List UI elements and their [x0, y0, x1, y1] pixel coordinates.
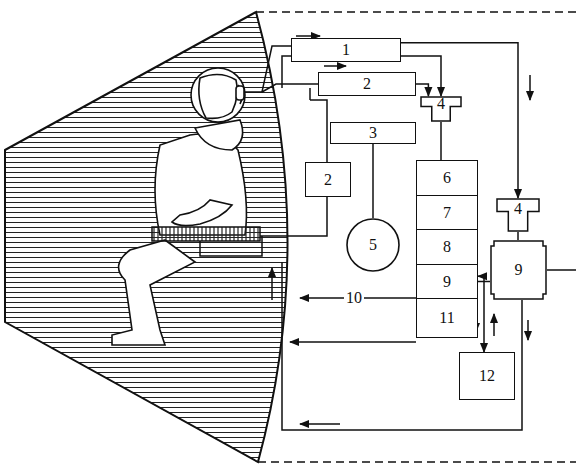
- unit-box: 1: [291, 38, 401, 62]
- unit-box: 2: [305, 162, 351, 197]
- callout-number: 10: [344, 290, 364, 306]
- pipe-connector: [478, 276, 484, 352]
- callout-number: 3: [369, 125, 377, 141]
- unit-box: 3: [330, 122, 416, 144]
- unit-box: 9: [416, 264, 478, 299]
- callout-number: 2: [363, 76, 371, 92]
- callout-number: 9: [443, 274, 451, 290]
- callout-number: 4: [514, 201, 522, 217]
- pipe-connector: [416, 84, 428, 96]
- callout-number: 8: [443, 239, 451, 255]
- cabin: [5, 12, 288, 462]
- astronaut: [112, 68, 246, 345]
- callout-number: 5: [369, 237, 377, 253]
- callout-number: 6: [443, 170, 451, 186]
- callout-number: 12: [479, 368, 495, 384]
- callout-number: 9: [515, 262, 523, 278]
- pipe-connector: [440, 122, 442, 160]
- unit-shape: 4: [496, 198, 540, 232]
- pipe-connector: [401, 43, 518, 198]
- unit-shape: 4: [420, 96, 462, 122]
- pipe-connector: [372, 144, 374, 218]
- pipes: [244, 36, 576, 430]
- unit-box: 6: [416, 160, 478, 196]
- unit-shape: 9: [490, 240, 547, 300]
- callout-number: 7: [443, 205, 451, 221]
- unit-box: 12: [459, 352, 515, 400]
- unit-box: 11: [416, 298, 478, 338]
- callout-number: 11: [439, 310, 454, 326]
- callout-number: 2: [324, 172, 332, 188]
- unit-box: 7: [416, 195, 478, 230]
- callout-number: 4: [437, 96, 445, 112]
- tank-circle: 5: [346, 218, 400, 272]
- unit-box: 2: [318, 72, 416, 96]
- unit-box: 8: [416, 229, 478, 265]
- pipe-connector: [517, 232, 519, 240]
- seat: [152, 227, 260, 241]
- callout-number: 1: [342, 42, 350, 58]
